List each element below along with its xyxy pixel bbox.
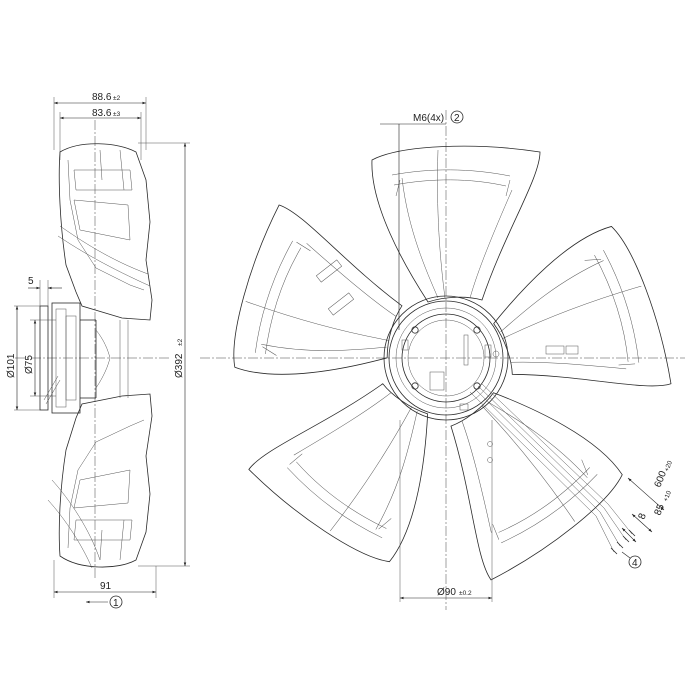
mount-hole <box>473 382 481 390</box>
wire-strip-label: 8 <box>637 511 649 521</box>
fan-blade <box>248 383 429 563</box>
strip-length-tolerance: +10 <box>662 490 673 503</box>
mount-hole <box>411 326 419 334</box>
hub-outer <box>383 295 509 421</box>
motor-offset-label: 5 <box>28 276 34 287</box>
fan-blade <box>493 225 672 387</box>
side-view: 88.6 ±2 83.6 ±3 <box>6 92 190 609</box>
overall-depth-label: 88.6 <box>92 92 112 103</box>
motor-rotor <box>401 313 491 403</box>
fan-blades <box>233 145 672 581</box>
thread-label: M6(4x) <box>413 113 444 124</box>
fan-blade <box>450 392 623 581</box>
callout-2-label: 2 <box>454 113 460 124</box>
front-view: M6(4x) 2 Ø90 ±0.2 600 +20 85 +10 8 4 <box>200 110 685 610</box>
base-depth-label: 91 <box>100 581 112 592</box>
callout-1-label: 1 <box>113 598 119 609</box>
strip-length-label: 85 <box>653 502 668 517</box>
blade-depth-label: 83.6 <box>92 108 112 119</box>
mount-hole <box>473 326 481 334</box>
callout-4-label: 4 <box>632 558 638 569</box>
outer-diameter-label: Ø392 <box>174 353 185 378</box>
callout-1-circle <box>109 595 123 609</box>
fan-blade <box>371 145 541 303</box>
fan-blade <box>233 204 403 375</box>
overall-depth-tolerance: ±2 <box>113 95 121 102</box>
mount-hole <box>411 382 419 390</box>
cable-bundle <box>469 383 636 555</box>
motor-body <box>51 302 81 414</box>
outer-diameter-tolerance: ±2 <box>177 338 184 346</box>
hub-diameter-tolerance: ±0.2 <box>459 590 472 597</box>
blade-depth-tolerance: ±3 <box>113 111 121 118</box>
hub-diameter-label: Ø90 <box>437 587 456 598</box>
bore-outer-label: Ø101 <box>6 353 17 378</box>
callout-4-circle <box>628 555 642 569</box>
cable-length-tolerance: +20 <box>663 460 674 473</box>
label-plate <box>315 259 579 355</box>
callout-2-circle <box>450 110 464 124</box>
bore-inner-label: Ø75 <box>24 355 35 374</box>
